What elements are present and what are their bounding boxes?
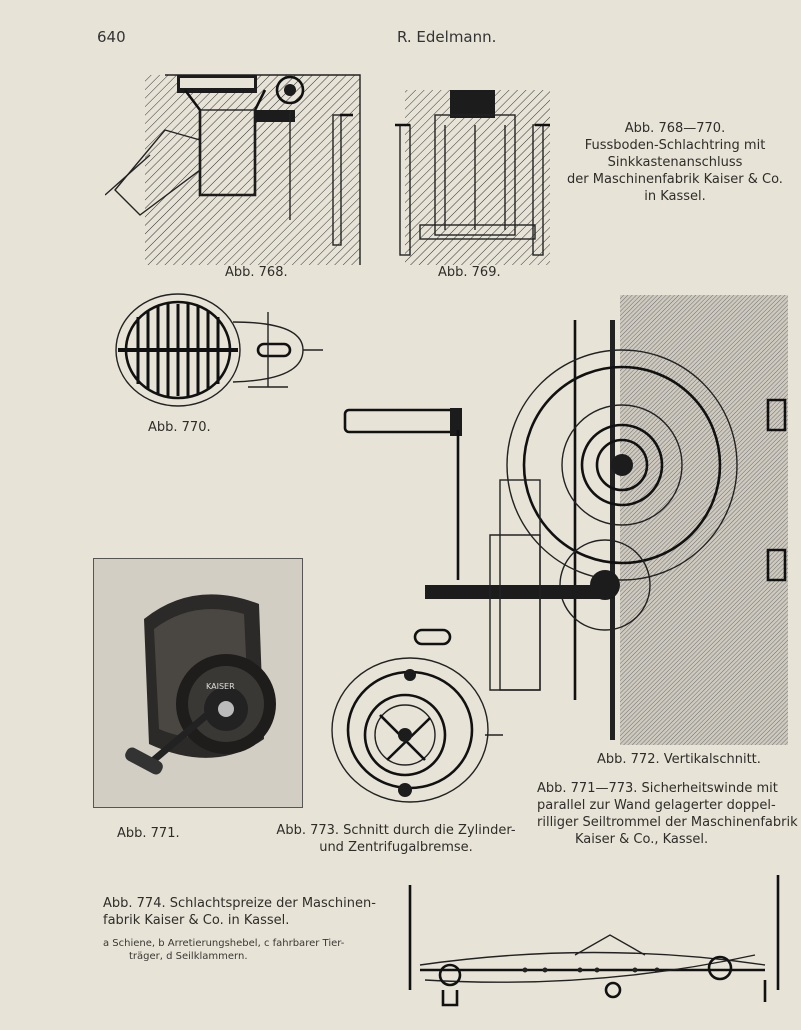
caption-abb-771-773: Abb. 771—773. Sicherheitswinde mit paral… <box>537 780 798 848</box>
caption-line: und Zentrifugalbremse. <box>319 840 473 855</box>
running-title: R. Edelmann. <box>397 28 497 46</box>
figure-770-grate-plan <box>115 293 323 407</box>
page-number: 640 <box>97 28 126 46</box>
caption-abb-768: Abb. 768. <box>225 265 288 280</box>
caption-abb-774: Abb. 774. Schlachtspreize der Maschinen-… <box>103 895 376 929</box>
legend-abb-774: a Schiene, b Arretierungshebel, c fahrba… <box>103 937 344 963</box>
caption-line: Kaiser & Co., Kassel. <box>575 832 709 847</box>
caption-line: Abb. 773. Schnitt durch die Zylinder- <box>276 823 516 838</box>
figure-772-winch-vertical-section <box>343 295 788 745</box>
caption-abb-769: Abb. 769. <box>438 265 501 280</box>
caption-line: in Kassel. <box>644 189 706 204</box>
caption-line: Fussboden-Schlachtring mit <box>584 138 766 153</box>
caption-abb-770: Abb. 770. <box>148 420 211 435</box>
figure-768-floor-ring-section <box>105 74 361 265</box>
caption-line: der Maschinenfabrik Kaiser & Co. <box>567 172 783 187</box>
caption-line: Abb. 771—773. Sicherheitswinde mit <box>537 781 778 796</box>
caption-abb-773: Abb. 773. Schnitt durch die Zylinder- un… <box>258 822 534 856</box>
figure-774-slaughter-spreader <box>408 875 780 1007</box>
caption-line: fabrik Kaiser & Co. in Kassel. <box>103 913 290 928</box>
figure-773-brake-section <box>331 657 503 803</box>
figure-769-floor-ring-section <box>395 90 550 265</box>
caption-abb-768-770: Abb. 768—770. Fussboden-Schlachtring mit… <box>565 120 785 205</box>
caption-title: Abb. 768—770. <box>624 121 726 136</box>
caption-line: Abb. 774. Schlachtspreize der Maschinen- <box>103 896 376 911</box>
caption-line: parallel zur Wand gelagerter doppel- <box>537 798 776 813</box>
caption-line: Sinkkastenanschluss <box>607 155 743 170</box>
svg-text:KAISER: KAISER <box>206 682 235 691</box>
legend-line: a Schiene, b Arretierungshebel, c fahrba… <box>103 938 345 949</box>
caption-abb-771: Abb. 771. <box>117 826 180 841</box>
figure-771-winch-photo: KAISER <box>93 558 303 808</box>
legend-line: träger, d Seilklammern. <box>129 951 248 962</box>
caption-abb-772: Abb. 772. Vertikalschnitt. <box>597 752 761 767</box>
caption-line: rilliger Seiltrommel der Maschinenfabrik <box>537 815 798 830</box>
